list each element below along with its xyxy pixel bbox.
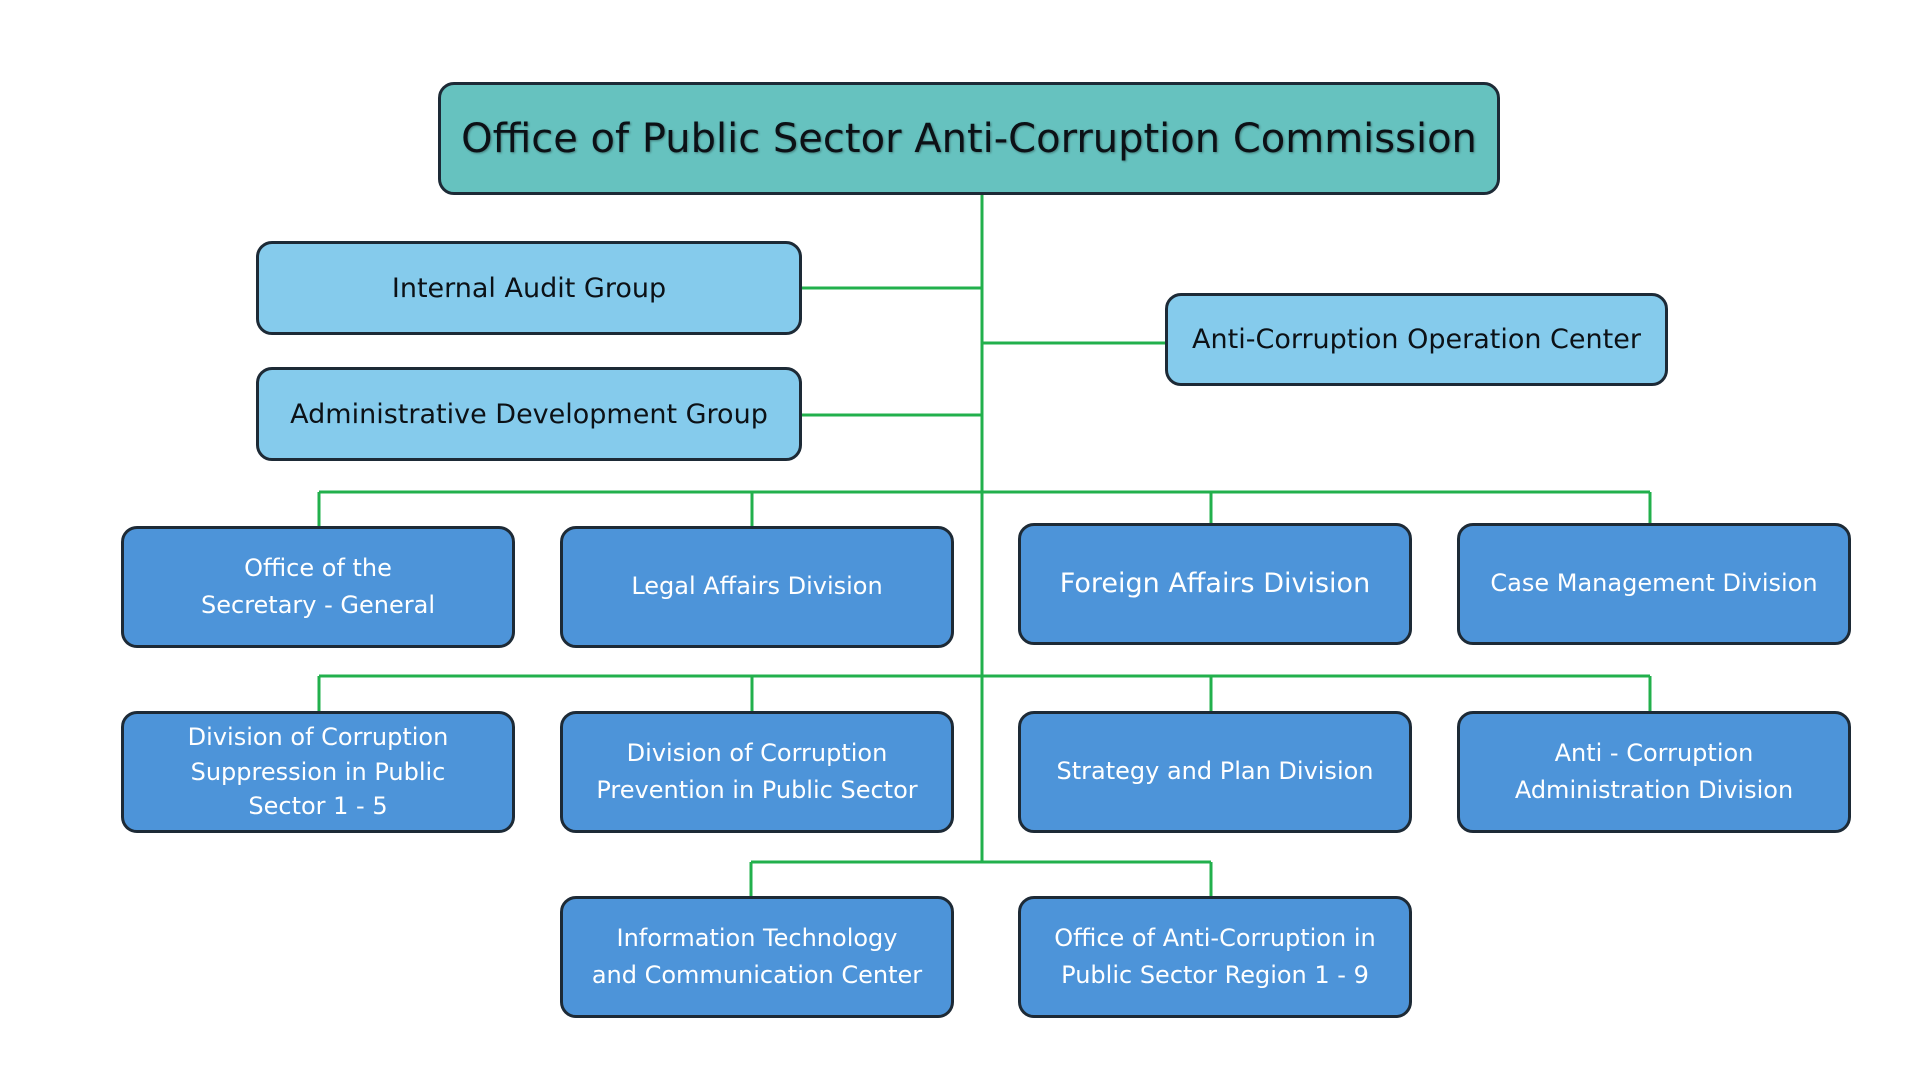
- node-label-line-2: Suppression in Public: [190, 757, 446, 786]
- node-strategy-and-plan-division: Strategy and Plan Division: [1018, 711, 1412, 833]
- node-label-line-1: Information Technology: [616, 923, 898, 952]
- top-node-commission: Office of Public Sector Anti-Corruption …: [438, 82, 1500, 195]
- node-label-line-1: Division of Corruption: [626, 738, 888, 767]
- node-foreign-affairs-division: Foreign Affairs Division: [1018, 523, 1412, 645]
- node-legal-affairs-division: Legal Affairs Division: [560, 526, 954, 648]
- node-internal-audit-group: Internal Audit Group: [256, 241, 802, 335]
- node-label-line-1: Anti - Corruption: [1554, 738, 1754, 767]
- node-label-line-2: Administration Division: [1514, 776, 1794, 804]
- node-case-management-division: Case Management Division: [1457, 523, 1851, 645]
- node-label-line-2: Secretary - General: [201, 591, 435, 619]
- node-label: Anti-Corruption Operation Center: [1192, 324, 1641, 355]
- node-label-line-3: Sector 1 - 5: [248, 792, 388, 821]
- node-label: Strategy and Plan Division: [1056, 757, 1374, 786]
- node-label-line-2: and Communication Center: [591, 961, 923, 989]
- node-label: Internal Audit Group: [391, 272, 667, 304]
- node-label-line-1: Office of Anti-Corruption in: [1054, 923, 1376, 952]
- node-label: Legal Affairs Division: [631, 572, 883, 601]
- node-label-line-2: Prevention in Public Sector: [596, 776, 918, 804]
- node-label: Foreign Affairs Division: [1059, 568, 1371, 600]
- node-label-line-1: Office of the: [244, 553, 392, 582]
- node-anti-corruption-administration-division: Anti - Corruption Administration Divisio…: [1457, 711, 1851, 833]
- node-anti-corruption-operation-center: Anti-Corruption Operation Center: [1165, 293, 1668, 386]
- node-label: Case Management Division: [1490, 569, 1818, 598]
- node-label-line-2: Public Sector Region 1 - 9: [1061, 961, 1369, 989]
- node-regional-offices: Office of Anti-Corruption in Public Sect…: [1018, 896, 1412, 1018]
- node-administrative-development-group: Administrative Development Group: [256, 367, 802, 461]
- node-title: Office of Public Sector Anti-Corruption …: [461, 115, 1477, 162]
- node-office-of-the-secretary-general: Office of the Secretary - General: [121, 526, 515, 648]
- node-ict-center: Information Technology and Communication…: [560, 896, 954, 1018]
- node-label-line-1: Division of Corruption: [187, 722, 449, 751]
- node-corruption-suppression-division: Division of Corruption Suppression in Pu…: [121, 711, 515, 833]
- node-corruption-prevention-division: Division of Corruption Prevention in Pub…: [560, 711, 954, 833]
- node-label: Administrative Development Group: [290, 398, 768, 430]
